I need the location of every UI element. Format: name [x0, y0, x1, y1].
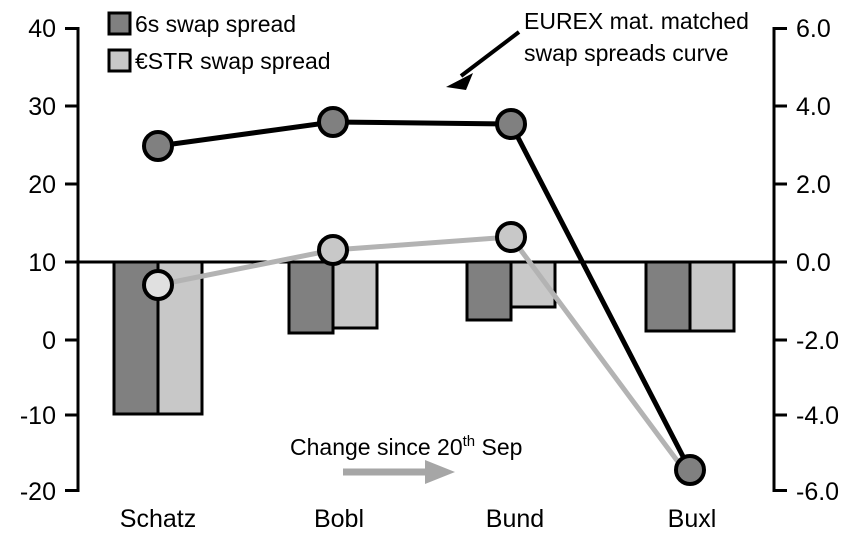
eurex-curve-path: [157, 119, 693, 472]
change-line-path: [157, 234, 693, 480]
eurex-marker-bund[interactable]: [495, 108, 527, 140]
bar-group-bobl: [287, 260, 379, 335]
change-annotation-sup: th: [463, 433, 476, 450]
series-change-line: [142, 221, 693, 480]
right-tick-label-4: 4.0: [796, 93, 831, 121]
category-axis-labels: Schatz Bobl Bund Buxl: [120, 505, 717, 533]
right-tick-label-6: 6.0: [796, 15, 831, 43]
cat-label-bobl: Bobl: [314, 505, 364, 533]
right-arrow-icon: [343, 460, 455, 484]
eurex-annotation-line2: swap spreads curve: [524, 40, 729, 66]
change-annotation-main: Change since 20: [290, 434, 463, 460]
eurex-marker-schatz[interactable]: [142, 130, 174, 162]
legend-swatch-6s[interactable]: [107, 11, 132, 36]
change-marker-schatz[interactable]: [142, 269, 174, 301]
right-tick-label-minus6: -6.0: [796, 478, 839, 506]
bar-estr-bobl[interactable]: [331, 260, 379, 330]
bar-6s-buxl[interactable]: [644, 260, 692, 333]
cat-label-bund: Bund: [486, 505, 544, 533]
left-tick-label-minus20: -20: [20, 478, 56, 506]
right-tick-label-minus4: -4.0: [796, 402, 839, 430]
legend-label-6s: 6s swap spread: [135, 11, 296, 37]
eurex-annotation-line1: EUREX mat. matched: [524, 8, 749, 34]
bar-group-bund: [465, 260, 557, 322]
eurex-marker-buxl[interactable]: [674, 454, 706, 486]
bar-group-buxl: [644, 260, 736, 333]
left-tick-label-30: 30: [28, 93, 56, 121]
legend-swatch-estr[interactable]: [107, 48, 132, 73]
bar-6s-bobl[interactable]: [287, 260, 335, 335]
left-tick-label-20: 20: [28, 171, 56, 199]
change-marker-bund[interactable]: [495, 221, 527, 253]
left-tick-label-40: 40: [28, 15, 56, 43]
bar-6s-bund[interactable]: [465, 260, 513, 322]
series-eurex-curve: [142, 106, 706, 486]
right-tick-label-2: 2.0: [796, 171, 831, 199]
right-tick-label-minus2: -2.0: [796, 327, 839, 355]
eurex-annotation: EUREX mat. matched swap spreads curve: [446, 8, 749, 90]
bar-estr-buxl[interactable]: [688, 260, 736, 333]
cat-label-buxl: Buxl: [668, 505, 717, 533]
left-tick-label-0: 0: [42, 327, 56, 355]
right-tick-label-0: 0.0: [796, 249, 831, 277]
down-left-arrow-icon: [446, 30, 521, 90]
change-since-annotation: Change since 20th Sep: [290, 433, 522, 484]
legend-label-estr: €STR swap spread: [135, 48, 331, 74]
cat-label-schatz: Schatz: [120, 505, 196, 533]
left-axis: 40 30 20 10 0 -10 -20: [20, 15, 80, 506]
left-tick-label-10: 10: [28, 249, 56, 277]
right-axis: 6.0 4.0 2.0 0.0 -2.0 -4.0 -6.0: [772, 15, 839, 506]
eurex-marker-bobl[interactable]: [317, 106, 349, 138]
change-annotation-tail: Sep: [475, 434, 522, 460]
change-marker-bobl[interactable]: [317, 234, 349, 266]
left-tick-label-minus10: -10: [20, 402, 56, 430]
legend: 6s swap spread €STR swap spread: [107, 11, 331, 74]
change-annotation-text: Change since 20th Sep: [290, 433, 522, 460]
